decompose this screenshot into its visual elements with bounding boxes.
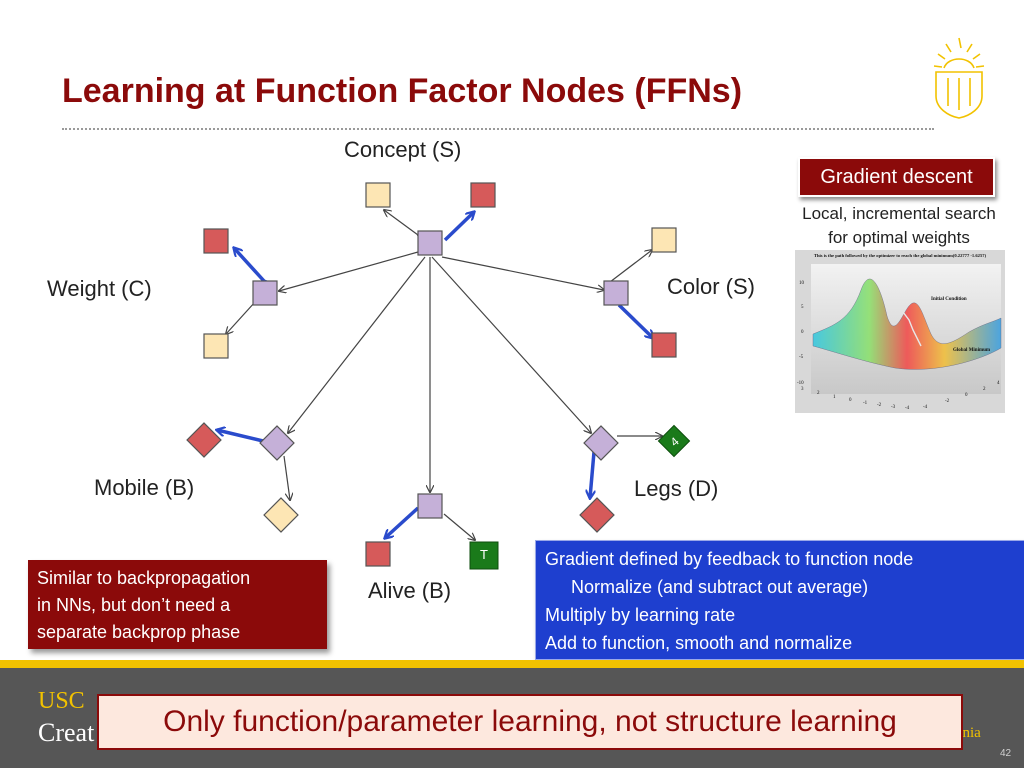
gradient-descent-box: Gradient descent	[798, 157, 995, 197]
alive-value-badge: T	[469, 541, 499, 570]
mobile-value-node	[263, 497, 299, 533]
z-tick: -2	[945, 399, 950, 404]
gd-desc-line1: Local, incremental search	[802, 204, 996, 223]
footer-gold-band	[0, 660, 1024, 668]
learn-legs	[590, 451, 596, 498]
x-tick: -2	[877, 403, 882, 408]
legs-value-badge: 4	[657, 424, 691, 458]
label-concept: Concept (S)	[344, 137, 462, 162]
usc-logo-text: USC	[38, 688, 85, 714]
y-tick: 0	[801, 330, 804, 335]
gradient-line3: Multiply by learning rate	[545, 605, 736, 625]
learn-concept	[443, 212, 474, 242]
concept-learned-node	[470, 182, 496, 208]
alive-value-text: T	[480, 547, 488, 562]
legs-learned-node	[579, 497, 615, 533]
ffn-graph: 4 T	[186, 182, 691, 570]
edge-center-color	[441, 256, 604, 290]
gradient-line2: Normalize (and subtract out average)	[571, 577, 869, 597]
creative-logo-text: Creat	[38, 718, 95, 747]
plot-global-minimum: Global Minimum	[953, 348, 991, 353]
gd-desc-line2: for optimal weights	[828, 228, 970, 247]
x-tick: -4	[905, 406, 910, 411]
weight-value-node	[203, 333, 229, 359]
legs-factor-node	[583, 425, 619, 461]
structure-learning-note: Only function/parameter learning, not st…	[97, 694, 963, 750]
learning-edges	[217, 212, 653, 538]
z-tick: -4	[923, 405, 928, 410]
plot-initial-condition: Initial Condition	[931, 297, 967, 302]
z-tick: 0	[965, 393, 968, 398]
learn-weight	[234, 248, 264, 281]
edge-color-yellow	[609, 250, 652, 283]
y-tick: 5	[801, 305, 804, 310]
gradient-line4: Add to function, smooth and normalize	[545, 633, 853, 653]
edge-center-weight	[279, 251, 419, 291]
label-legs: Legs (D)	[634, 476, 719, 501]
optimizer-path	[902, 311, 922, 347]
concept-value-node	[365, 182, 391, 208]
thin-edges	[226, 210, 662, 540]
title-divider	[62, 128, 934, 130]
z-tick-labels: -4 -2 0 2 4	[923, 381, 1000, 410]
color-learned-node	[651, 332, 677, 358]
alive-learned-node	[365, 541, 391, 567]
page-title: Learning at Function Factor Nodes (FFNs)	[62, 72, 743, 110]
x-tick: -1	[863, 401, 868, 406]
edge-concept-yellow	[384, 210, 418, 235]
page-number: 42	[1000, 748, 1012, 759]
color-value-node	[651, 227, 677, 253]
y-tick: -10	[797, 381, 804, 386]
learn-alive	[385, 506, 420, 538]
z-tick: 4	[997, 381, 1000, 386]
similar-line3: separate backprop phase	[37, 622, 241, 642]
usc-seal-icon	[933, 37, 985, 119]
color-factor-node	[603, 280, 629, 306]
label-weight: Weight (C)	[47, 276, 152, 301]
x-tick-labels: 3 2 1 0 -1 -2 -3 -4	[801, 387, 910, 411]
x-tick: 3	[801, 387, 804, 392]
y-tick: -5	[799, 355, 804, 360]
label-mobile: Mobile (B)	[94, 475, 195, 500]
similar-line1: Similar to backpropagation	[37, 568, 251, 588]
weight-factor-node	[252, 280, 278, 306]
learn-mobile	[217, 430, 264, 443]
alive-factor-node	[417, 493, 443, 519]
gradient-steps-box: Gradient defined by feedback to function…	[535, 540, 1024, 660]
plot-title: This is the path followed by the optimiz…	[814, 253, 987, 258]
learn-color	[617, 303, 653, 338]
x-tick: 0	[849, 398, 852, 403]
edge-alive-t	[443, 513, 475, 540]
x-tick: 1	[833, 395, 836, 400]
edge-center-mobile	[288, 256, 426, 433]
mobile-factor-node	[259, 425, 295, 461]
edge-mobile-yellow	[283, 455, 290, 500]
gradient-surface-plot: This is the path followed by the optimiz…	[795, 250, 1005, 413]
z-tick: 2	[983, 387, 986, 392]
backprop-comparison-box: Similar to backpropagation in NNs, but d…	[28, 560, 327, 649]
mobile-learned-node	[186, 422, 222, 458]
similar-line2: in NNs, but don’t need a	[37, 595, 231, 615]
edge-center-legs	[431, 256, 591, 433]
x-tick: 2	[817, 391, 820, 396]
x-tick: -3	[891, 405, 896, 410]
surface-plot-svg: This is the path followed by the optimiz…	[797, 253, 1002, 411]
gradient-descent-description: Local, incremental search for optimal we…	[780, 202, 1018, 250]
gradient-line1: Gradient defined by feedback to function…	[545, 549, 914, 569]
y-tick-labels: 10 5 0 -5 -10	[797, 281, 805, 386]
weight-learned-node	[203, 228, 229, 254]
surface-mesh	[812, 278, 1002, 370]
y-tick: 10	[799, 281, 805, 286]
label-alive: Alive (B)	[368, 578, 452, 603]
edge-weight-yellow	[226, 301, 256, 334]
center-factor-node	[417, 230, 443, 256]
label-color: Color (S)	[667, 274, 756, 299]
